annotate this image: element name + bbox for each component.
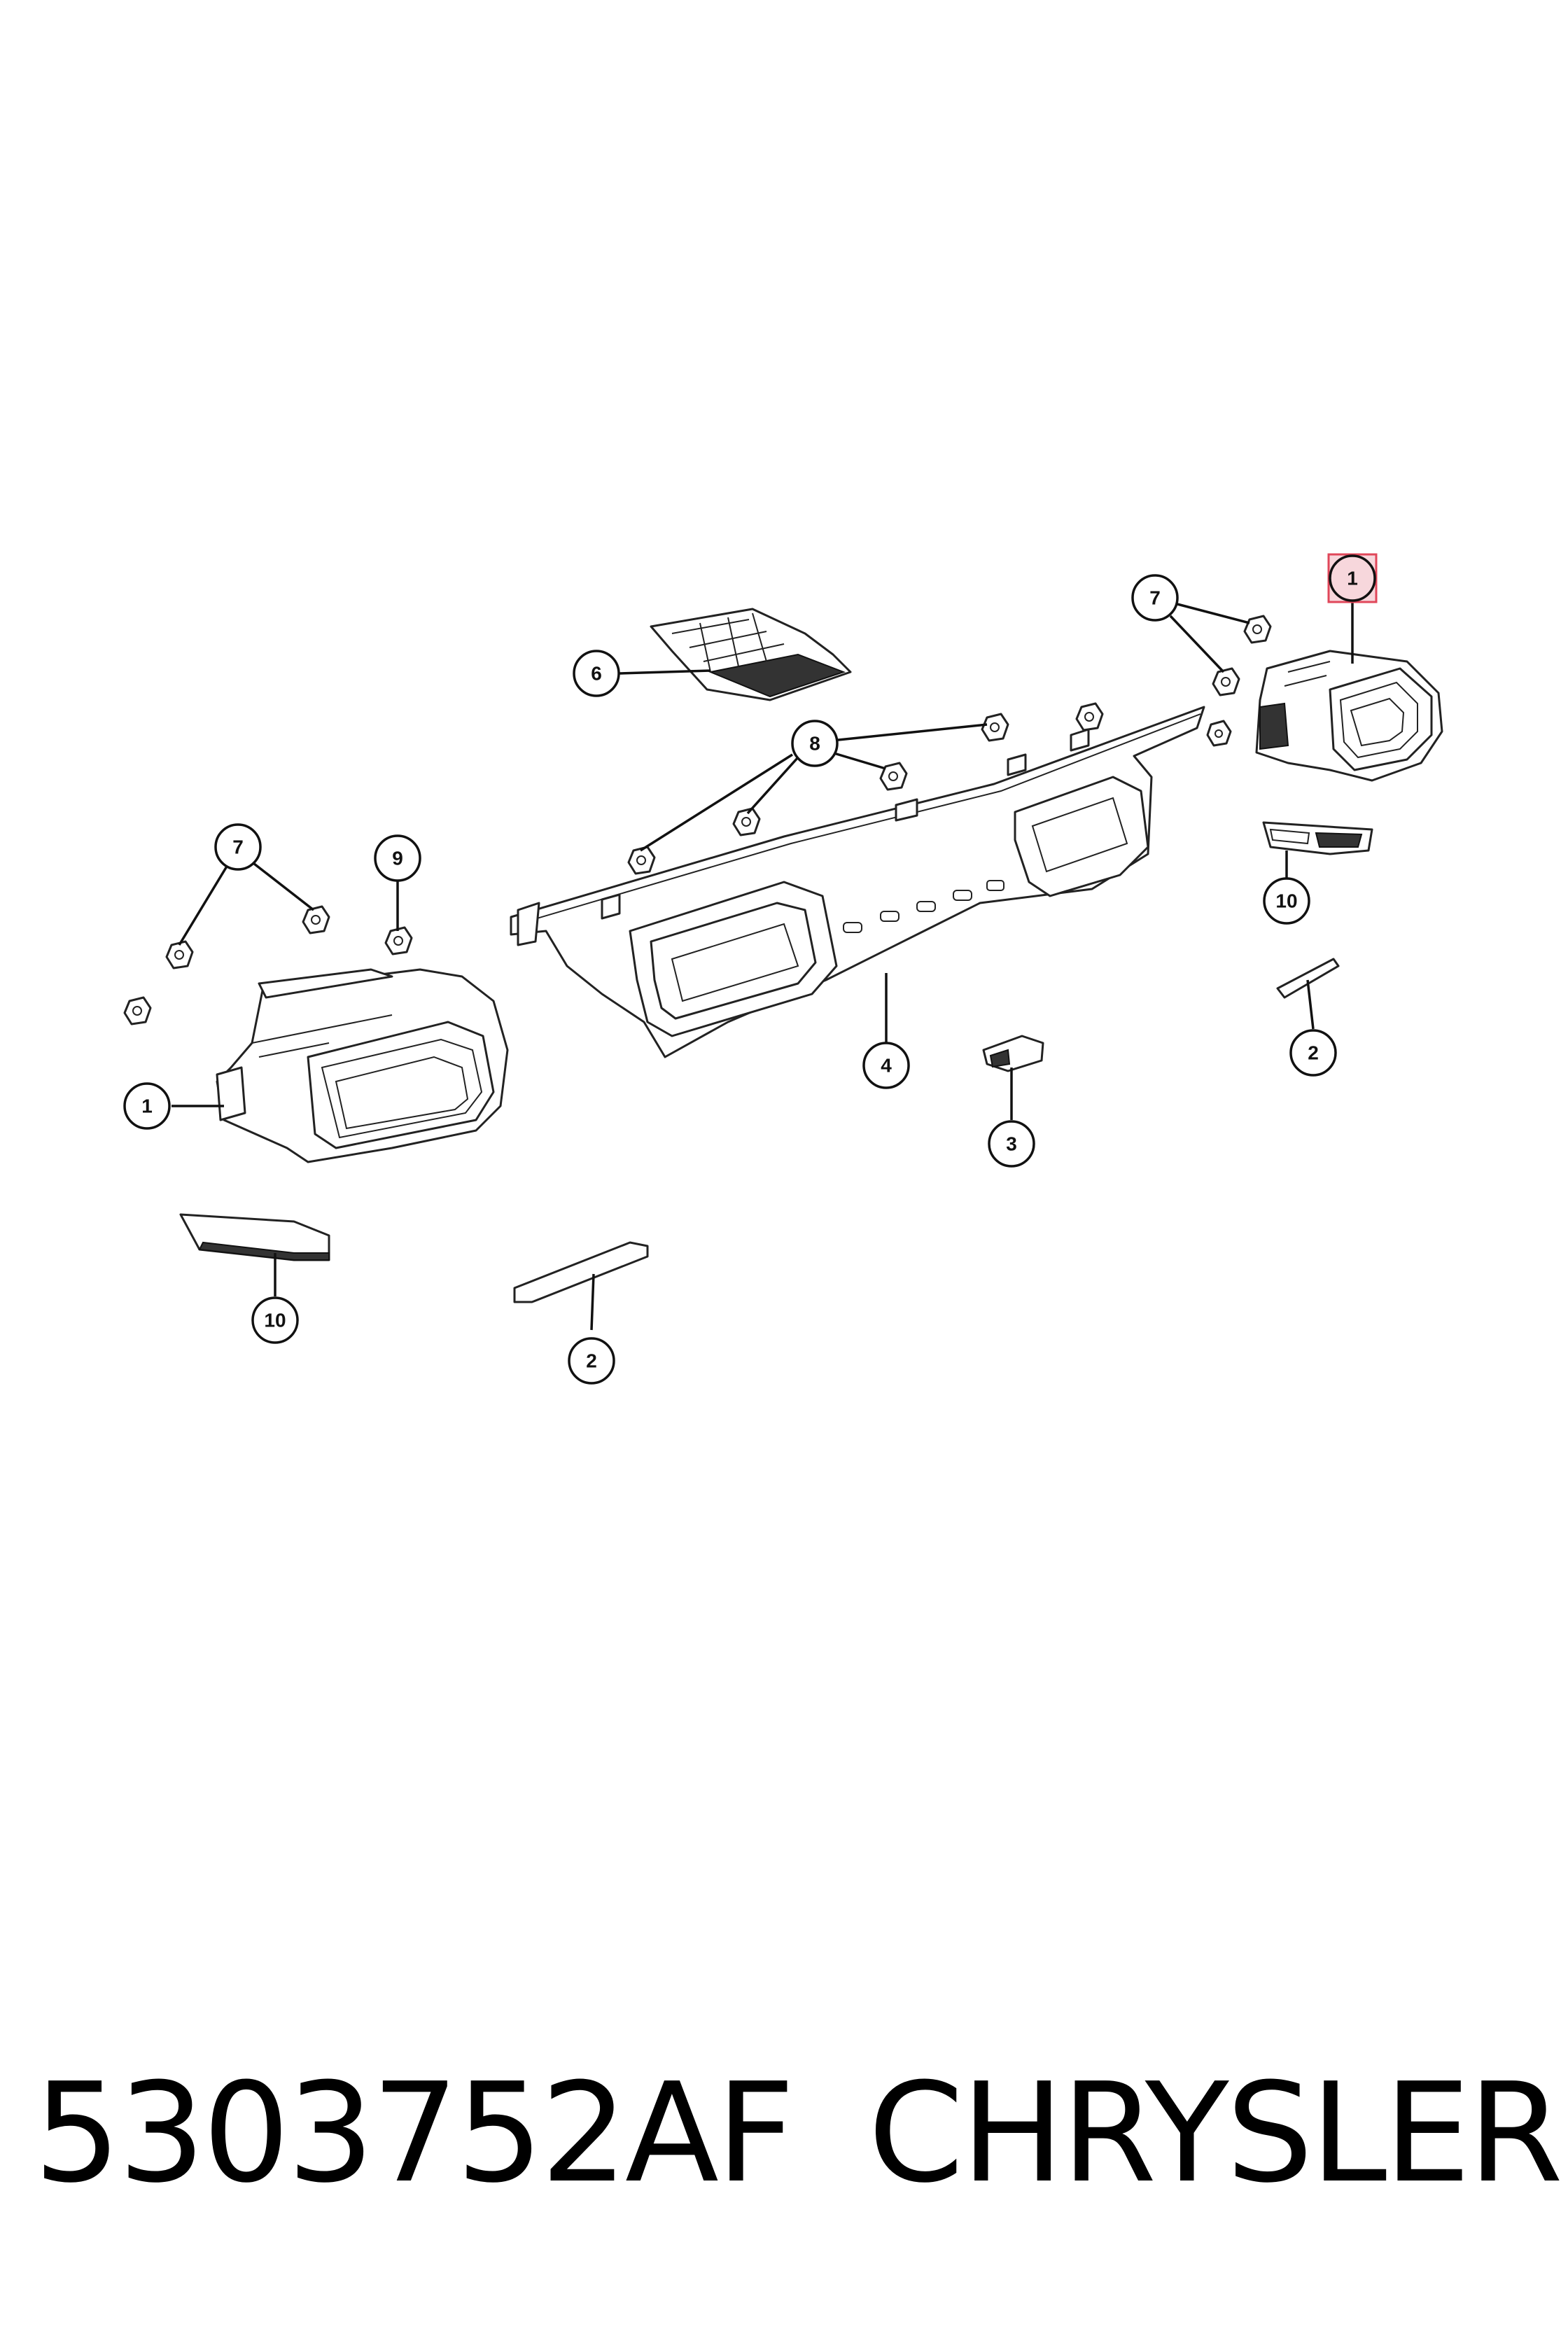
- callout-label: 9: [392, 848, 403, 869]
- callout-label: 7: [232, 836, 244, 858]
- manufacturer-name: CHRYSLER: [868, 2054, 1563, 2213]
- part-3-license-lamp: [982, 1035, 1044, 1072]
- callout-4[interactable]: 4: [862, 1042, 910, 1089]
- callout-10-left[interactable]: 10: [251, 1296, 299, 1344]
- nut-7-right-c: [1206, 720, 1232, 747]
- callout-10-right[interactable]: 10: [1263, 877, 1310, 925]
- callout-label: 10: [264, 1310, 286, 1331]
- part-1-tail-lamp-right: [1255, 650, 1443, 782]
- callout-label: 1: [141, 1096, 153, 1117]
- callout-label: 6: [591, 663, 602, 685]
- clip-8-e: [1075, 702, 1104, 732]
- part-4-rear-applique: [510, 706, 1205, 1058]
- clip-8-a: [981, 713, 1009, 742]
- callout-9[interactable]: 9: [374, 834, 421, 882]
- callout-2-left[interactable]: 2: [568, 1337, 615, 1385]
- nut-7-right-a: [1243, 615, 1272, 644]
- callout-2-right[interactable]: 2: [1289, 1029, 1337, 1077]
- part-2-reflector-left: [513, 1241, 649, 1303]
- callout-1-right[interactable]: 1: [1327, 553, 1378, 603]
- callout-7-left[interactable]: 7: [214, 823, 262, 871]
- nut-7-left-c: [123, 996, 152, 1026]
- nut-7-left-b: [165, 940, 194, 969]
- part-10-reflector-left: [179, 1213, 330, 1261]
- part-2-reflector-right: [1276, 958, 1340, 999]
- part-number: 5303752AF: [34, 2054, 795, 2213]
- nut-7-left-a: [302, 905, 330, 934]
- part-1-tail-lamp-left: [216, 968, 509, 1163]
- callout-label: 7: [1149, 587, 1161, 609]
- callout-1-left[interactable]: 1: [123, 1082, 171, 1130]
- clip-9: [384, 926, 413, 955]
- callout-7-right[interactable]: 7: [1131, 574, 1179, 622]
- callout-label: 1: [1347, 568, 1358, 589]
- callout-label: 2: [586, 1350, 597, 1372]
- callouts: 1 7 6 8 7 9 10 2: [123, 553, 1378, 1385]
- nut-7-right-b: [1212, 667, 1240, 696]
- part-6-brake-light-housing: [650, 608, 852, 701]
- callout-label: 2: [1308, 1042, 1319, 1064]
- callout-label: 3: [1006, 1133, 1017, 1155]
- callout-6[interactable]: 6: [573, 650, 620, 697]
- leader-lines: [172, 601, 1354, 1331]
- fasteners: [123, 615, 1272, 1026]
- clip-8-c: [732, 807, 761, 836]
- callout-3[interactable]: 3: [988, 1120, 1035, 1168]
- callout-8[interactable]: 8: [791, 720, 839, 767]
- callout-label: 4: [881, 1055, 892, 1077]
- clip-8-b: [879, 762, 908, 791]
- part-10-license-bracket-right: [1262, 821, 1373, 855]
- callout-label: 10: [1275, 890, 1297, 912]
- callout-label: 8: [809, 733, 820, 755]
